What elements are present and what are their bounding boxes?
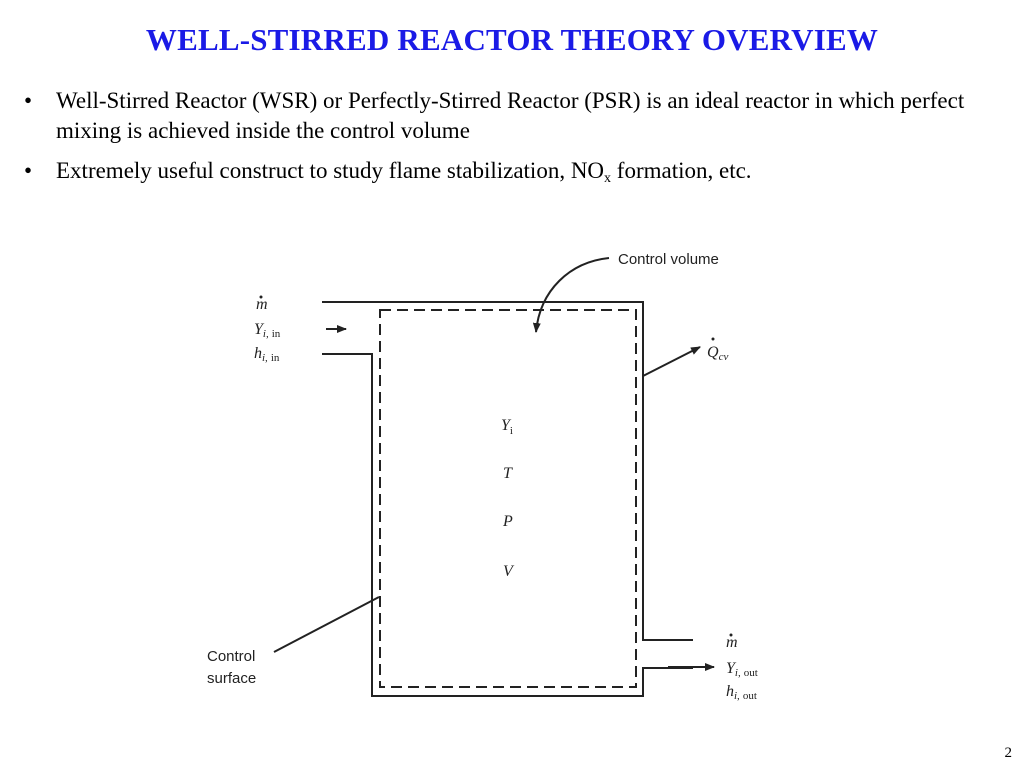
bullet-symbol: • xyxy=(24,158,33,183)
interior-volume-label: V xyxy=(503,563,515,580)
slide-title: WELL-STIRRED REACTOR THEORY OVERVIEW xyxy=(145,22,879,57)
control-volume-pointer-arrow xyxy=(532,257,610,333)
page-number: 2 xyxy=(1004,745,1013,761)
control-surface-label-line1: Control xyxy=(207,648,255,665)
outlet-mass-flow-dot xyxy=(729,633,733,637)
heat-rate-label: Qcv xyxy=(707,344,728,363)
inlet-enthalpy-sub-upright: in xyxy=(271,352,280,364)
control-surface-pointer-line xyxy=(273,596,380,653)
outlet-enthalpy-sub-italic: i, xyxy=(734,690,740,702)
outlet-enthalpy-sub-upright: out xyxy=(743,690,757,702)
interior-pressure-label: P xyxy=(502,513,513,530)
inlet-mass-flow-dot xyxy=(259,295,263,299)
control-surface-label-line2: surface xyxy=(207,670,256,687)
interior-species-sub: i xyxy=(510,425,513,437)
outlet-species-label: Yi,out xyxy=(726,660,758,679)
heat-subscript: cv xyxy=(719,351,729,363)
outlet-enthalpy-symbol: h xyxy=(726,683,734,700)
bullet-item-wsr-definition: • Well-Stirred Reactor (WSR) or Perfectl… xyxy=(22,86,1012,146)
bullet-item-usefulness: • Extremely useful construct to study fl… xyxy=(22,156,1012,194)
inlet-species-sub-italic: i, xyxy=(263,328,269,340)
nox-subscript: x xyxy=(604,171,612,186)
bullet-list: • Well-Stirred Reactor (WSR) or Perfectl… xyxy=(22,86,1012,204)
bullet-text: Well-Stirred Reactor (WSR) or Perfectly-… xyxy=(56,88,965,143)
inlet-species-label: Yi,in xyxy=(254,321,281,340)
outlet-mass-flow-label: m xyxy=(726,634,738,651)
interior-temperature-label: T xyxy=(503,465,513,482)
bullet-symbol: • xyxy=(24,88,33,113)
inlet-species-symbol: Y xyxy=(254,321,265,338)
inlet-species-sub-upright: in xyxy=(272,328,281,340)
inlet-mass-flow-label: m xyxy=(256,296,268,313)
outlet-species-sub-upright: out xyxy=(744,667,758,679)
inlet-enthalpy-label: hi,in xyxy=(254,345,280,364)
outlet-species-sub-italic: i, xyxy=(735,667,741,679)
heat-rate-dot xyxy=(711,337,715,341)
control-surface-boundary xyxy=(379,309,637,688)
inlet-enthalpy-symbol: h xyxy=(254,345,262,362)
heat-symbol: Q xyxy=(707,344,719,361)
interior-species-symbol: Y xyxy=(501,417,512,434)
control-volume-label: Control volume xyxy=(618,251,719,268)
heat-transfer-arrow xyxy=(642,346,701,377)
outlet-enthalpy-label: hi,out xyxy=(726,683,757,702)
inlet-enthalpy-sub-italic: i, xyxy=(262,352,268,364)
bullet-text-end: formation, etc. xyxy=(611,158,752,183)
bullet-text-start: Extremely useful construct to study flam… xyxy=(56,158,605,183)
outlet-species-symbol: Y xyxy=(726,660,737,677)
interior-species-label: Yi xyxy=(501,417,513,437)
reactor-outer-wall xyxy=(322,301,693,697)
